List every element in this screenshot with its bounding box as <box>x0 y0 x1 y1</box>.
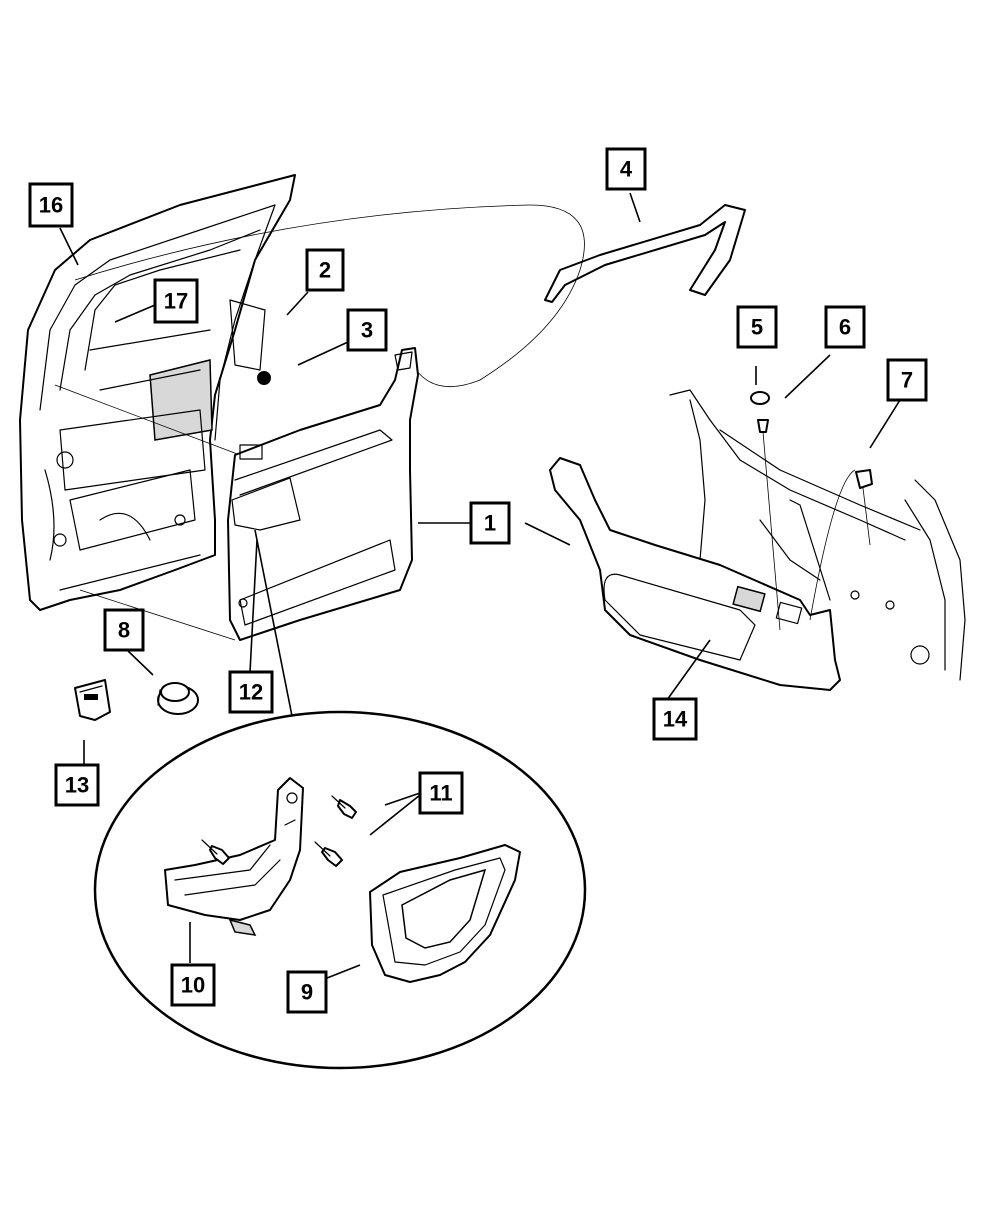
callout-7: 7 <box>886 358 928 402</box>
callout-label-8: 8 <box>118 618 130 643</box>
callout-4: 4 <box>605 147 647 191</box>
door-frame-assembly <box>19 174 296 611</box>
screws <box>201 795 357 867</box>
callout-label-10: 10 <box>181 973 205 998</box>
callout-9: 9 <box>286 970 328 1014</box>
callout-label-17: 17 <box>164 289 188 314</box>
callout-label-9: 9 <box>301 980 313 1005</box>
guide-line-4 <box>74 204 585 387</box>
callout-1: 1 <box>469 501 511 545</box>
leader-lines <box>59 192 901 981</box>
door-trim-panel-right <box>549 389 966 691</box>
callout-label-6: 6 <box>839 315 851 340</box>
callout-label-5: 5 <box>751 315 763 340</box>
push-pin-fasteners <box>750 391 781 631</box>
callout-label-7: 7 <box>901 368 913 393</box>
retainer-clip <box>74 679 111 721</box>
door-trim-panel-left <box>227 347 419 641</box>
callout-5: 5 <box>736 305 778 349</box>
callout-label-3: 3 <box>361 318 373 343</box>
callout-6: 6 <box>824 305 866 349</box>
callout-label-2: 2 <box>319 258 331 283</box>
push-fastener <box>157 682 199 715</box>
handle-bezel <box>369 844 521 983</box>
callout-11: 11 <box>418 771 464 815</box>
callout-2: 2 <box>305 248 345 292</box>
callout-label-1: 1 <box>484 511 496 536</box>
callout-8: 8 <box>103 608 145 652</box>
detail-pointer <box>254 529 293 717</box>
guide-line-panel-bottom <box>79 589 236 641</box>
callout-12: 12 <box>228 670 274 714</box>
callout-3: 3 <box>346 308 388 352</box>
guide-line-panel <box>54 384 241 456</box>
callout-16: 16 <box>28 182 74 228</box>
callout-label-13: 13 <box>65 773 89 798</box>
callout-label-14: 14 <box>663 707 688 732</box>
handle-bracket <box>164 777 304 936</box>
callout-13: 13 <box>54 763 100 807</box>
detail-ellipse <box>93 710 587 1070</box>
callout-14: 14 <box>652 697 698 741</box>
callout-label-4: 4 <box>620 157 633 182</box>
callout-17: 17 <box>153 278 199 324</box>
window-weatherstrip <box>544 204 746 303</box>
callout-label-12: 12 <box>239 680 263 705</box>
callout-label-16: 16 <box>39 193 63 218</box>
callout-10: 10 <box>170 963 216 1007</box>
trim-clip <box>809 469 873 621</box>
callout-label-11: 11 <box>429 781 452 806</box>
